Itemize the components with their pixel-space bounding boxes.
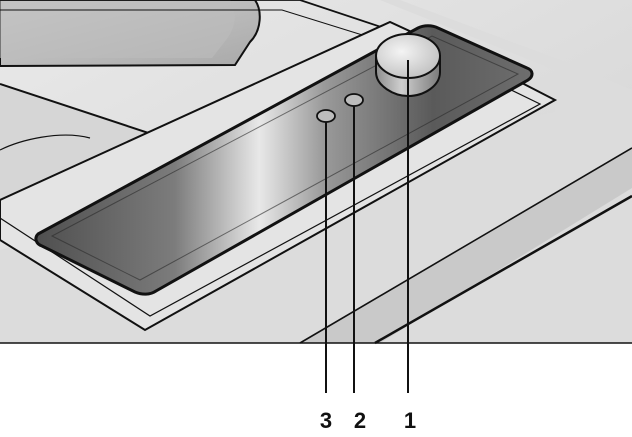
indicator-light-left — [316, 109, 336, 123]
callout-label-3: 3 — [320, 408, 332, 433]
indicator-light-right — [344, 93, 364, 107]
callout-label-2: 2 — [354, 408, 366, 433]
sink-basin — [0, 0, 393, 215]
callout-lines — [325, 60, 409, 393]
callout-label-1: 1 — [404, 408, 416, 433]
